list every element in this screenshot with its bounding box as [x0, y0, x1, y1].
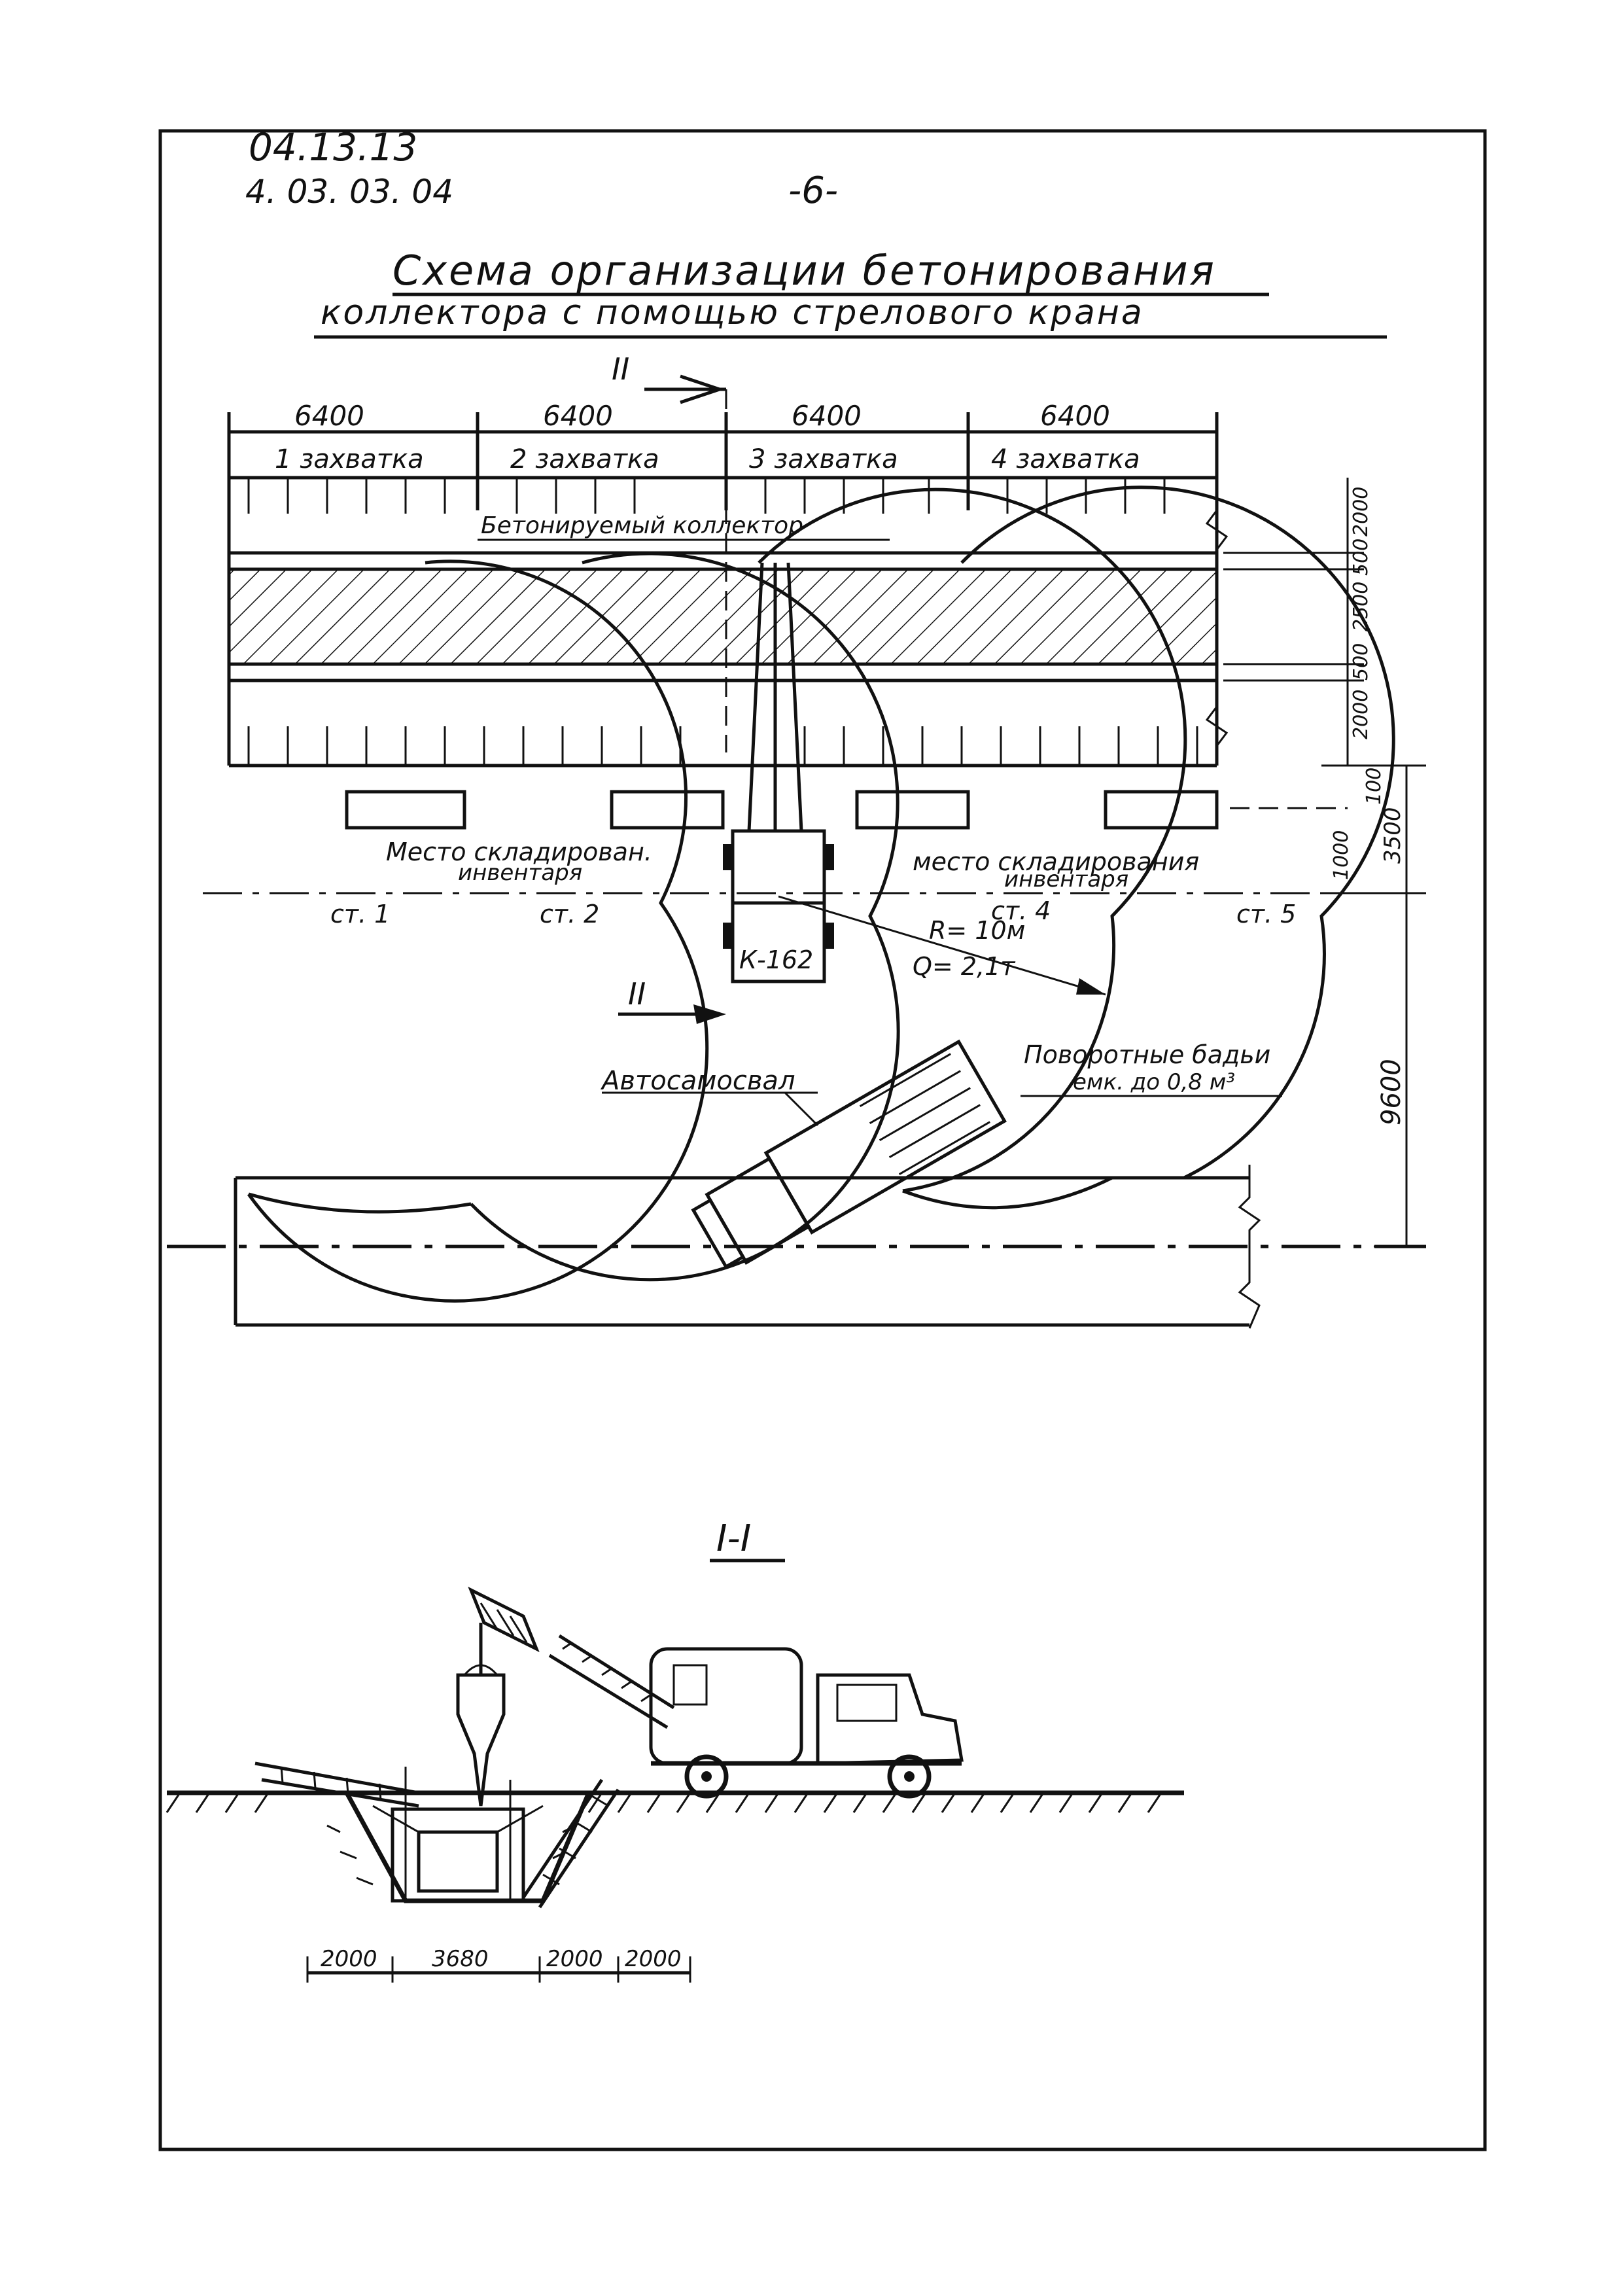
bucket-label-2: емк. до 0,8 м³ [1073, 1069, 1235, 1095]
section-arrow-top [680, 374, 725, 404]
right-dim-2000-bottom: 2000 [1350, 690, 1372, 739]
section-dim-1: 2000 [321, 1946, 377, 1972]
crane-wheel-4 [824, 923, 834, 949]
bucket-handle [463, 1664, 498, 1676]
boom-tip-lattice [480, 1602, 528, 1643]
truck-wheel-rear [684, 1754, 729, 1799]
drawing-frame [158, 129, 1487, 2151]
concrete-bucket [456, 1673, 506, 1807]
plan-view: II 6400 6400 6400 6400 1 захватка 2 захв… [167, 351, 1426, 1329]
crane-cabin-window [672, 1664, 708, 1706]
page-number: -6- [788, 169, 838, 212]
storage-pad-3 [855, 790, 970, 830]
left-ramp [254, 1761, 419, 1808]
dim-9600: 9600 [1376, 1059, 1406, 1125]
section-dim-2: 3680 [432, 1946, 489, 1972]
section-dim-3: 2000 [546, 1946, 603, 1972]
road-break [1238, 1165, 1261, 1329]
right-ladder [521, 1778, 620, 1909]
radius-label: R= 10м [929, 916, 1025, 945]
dump-truck-leader [784, 1091, 819, 1127]
segment-label-2: 2 захватка [510, 444, 659, 474]
collector-hatched-body [227, 567, 1219, 666]
right-dim-2500: 2500 [1350, 582, 1372, 631]
segment-length-3: 6400 [792, 400, 862, 432]
section-view: I-I [166, 1517, 1184, 1983]
station-4: ст. 4 [991, 896, 1051, 925]
station-5: ст. 5 [1236, 900, 1296, 928]
trench-wall-hatch-left [326, 1824, 374, 1886]
swing-arc-4 [960, 486, 1395, 1180]
segment-length-2: 6400 [543, 400, 613, 432]
radius-line [778, 895, 1106, 996]
title-line2: коллектора с помощью стрелового крана [321, 293, 1144, 332]
swing-arc-bottom-2 [902, 1176, 1113, 1210]
title-line1: Схема организации бетонирования [393, 247, 1216, 294]
dim-100: 100 [1363, 768, 1386, 805]
collector-label: Бетонируемый коллектор [481, 512, 803, 539]
left-ramp-rungs [280, 1766, 382, 1801]
truck-hood [691, 1197, 746, 1269]
upper-ticks [247, 478, 1166, 514]
doc-code-line1: 04.13.13 [249, 125, 417, 169]
storage-label-right-2: инвентаря [1004, 866, 1128, 892]
swing-arc-bottom-1 [248, 1192, 472, 1214]
formwork-posts [404, 1767, 512, 1901]
segment-label-3: 3 захватка [749, 444, 898, 474]
segment-length-4: 6400 [1040, 400, 1110, 432]
segment-length-1: 6400 [294, 400, 364, 432]
swing-arc-2 [470, 552, 900, 1282]
dim-1000: 1000 [1330, 830, 1353, 880]
right-dim-2000-top: 2000 [1350, 487, 1372, 537]
right-ladder-rungs [542, 1795, 609, 1886]
truck-wheel-front [887, 1754, 932, 1799]
section-mark-top: II [612, 351, 629, 387]
storage-pad-1 [345, 790, 466, 830]
truck-wheel-rear-hub [701, 1771, 712, 1782]
crane-boom-plan [747, 562, 803, 832]
storage-label-left-2: инвентаря [458, 860, 582, 886]
capacity-label: Q= 2,1т [913, 952, 1016, 981]
crane-wheel-2 [824, 844, 834, 870]
boom-tip [468, 1586, 540, 1653]
crane-model-label: К-162 [739, 945, 813, 974]
doc-code-line2: 4. 03. 03. 04 [245, 173, 453, 211]
formwork-outer [391, 1807, 525, 1903]
ground-hatch [166, 1792, 1162, 1813]
storage-label-left-1: Место складирован. [386, 838, 652, 866]
bucket-label-1: Поворотные бадьи [1024, 1040, 1270, 1069]
station-1: ст. 1 [330, 900, 390, 928]
boom-main [548, 1634, 675, 1729]
right-dim-500-top: 500 [1350, 539, 1372, 576]
boom-main-lattice [562, 1641, 652, 1703]
section-mark-bottom: II [628, 976, 646, 1012]
segment-label-1: 1 захватка [275, 444, 424, 474]
crane-wheel-3 [723, 923, 733, 949]
dim-3500: 3500 [1380, 807, 1406, 864]
truck-wheel-front-hub [904, 1771, 915, 1782]
section-dim-4: 2000 [625, 1946, 682, 1972]
formwork-braces [372, 1805, 544, 1833]
section-title: I-I [716, 1517, 751, 1560]
swing-arc-1 [247, 559, 709, 1303]
collector-section [417, 1830, 499, 1893]
dump-truck-label: Автосамосвал [600, 1066, 795, 1096]
lower-ticks [247, 726, 1198, 766]
storage-pad-4 [1104, 790, 1219, 830]
right-dim-500-bottom: 500 [1350, 643, 1372, 680]
crane-wheel-1 [723, 844, 733, 870]
truck-cab-side [816, 1673, 964, 1765]
radius-arrow [1076, 978, 1106, 995]
section-arrow-bottom [693, 1004, 726, 1024]
segment-label-4: 4 захватка [991, 444, 1140, 474]
truck-cab-window [836, 1684, 898, 1722]
storage-pad-2 [610, 790, 725, 830]
station-2: ст. 2 [540, 900, 599, 928]
crane-plan: К-162 R= 10м Q= 2,1т [723, 562, 1106, 996]
